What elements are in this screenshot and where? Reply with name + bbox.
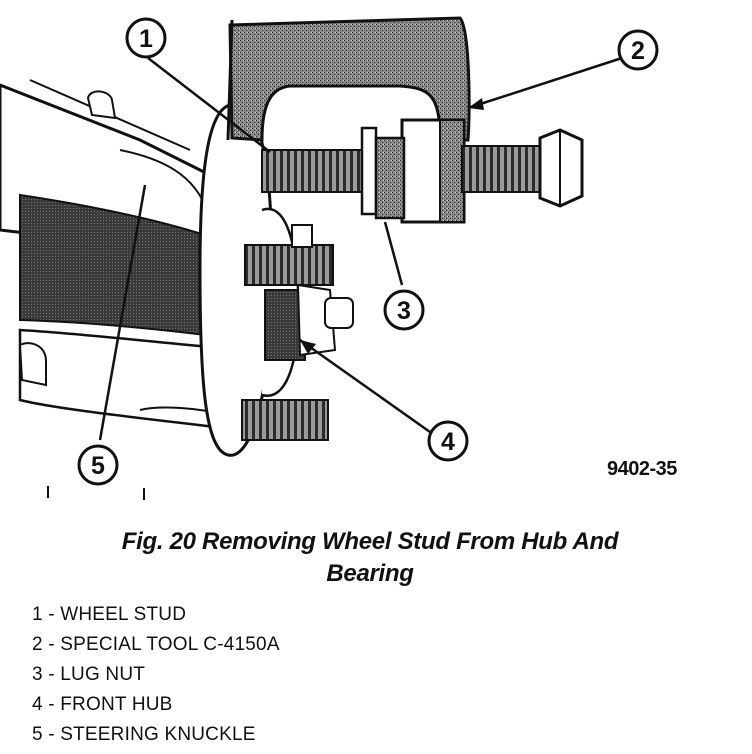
leader-4 [299,338,431,434]
callout-3: 3 [383,289,425,331]
edge-marks [47,486,145,500]
leader-2 [467,56,623,110]
steering-knuckle [0,79,247,432]
leader-3 [383,221,404,286]
legend-item-lug-nut: 3 - LUG NUT [32,664,146,685]
svg-text:2: 2 [631,37,645,65]
diagram-illustration: 1 2 3 4 5 [0,16,659,500]
lug-nut [360,126,406,220]
parts-legend: 1 - WHEEL STUD 2 - SPECIAL TOOL C-4150A … [32,600,280,750]
leader-lines [98,56,623,441]
svg-text:5: 5 [91,452,105,480]
wheel-stud [261,149,371,193]
legend-item-special-tool: 2 - SPECIAL TOOL C-4150A [32,634,280,655]
callout-1: 1 [125,17,167,59]
figure-caption-line-2: Bearing [326,560,414,587]
leader-5 [98,184,147,441]
hub-studs [241,224,334,441]
svg-text:4: 4 [441,428,455,456]
svg-text:1: 1 [139,25,153,53]
leader-1 [147,57,271,153]
svg-text:3: 3 [397,297,411,325]
special-tool-c-clamp [226,16,471,224]
forcing-screw [461,128,584,208]
figure-caption-line-1: Fig. 20 Removing Wheel Stud From Hub And [121,528,619,555]
legend-item-steering-knuckle: 5 - STEERING KNUCKLE [32,724,256,745]
callout-4: 4 [427,420,469,462]
legend-item-wheel-stud: 1 - WHEEL STUD [32,604,187,625]
callout-5: 5 [77,444,119,486]
legend-item-front-hub: 4 - FRONT HUB [32,694,173,715]
callout-2: 2 [617,29,659,71]
figure-id: 9402-35 [607,458,677,480]
